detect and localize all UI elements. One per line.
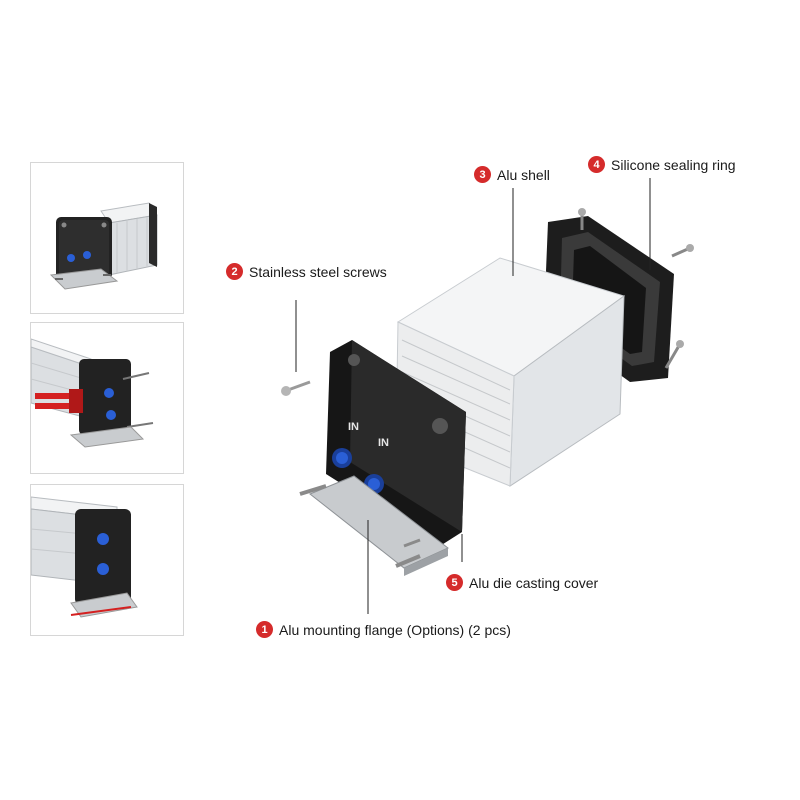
stainless-steel-screw [281, 380, 311, 396]
callout-alu-mounting-flange: 1 Alu mounting flange (Options) (2 pcs) [256, 621, 511, 638]
callout-label: Alu die casting cover [469, 574, 599, 591]
cover-in-label-a: IN [348, 421, 359, 433]
callout-label: Alu mounting flange (Options) (2 pcs) [279, 621, 511, 638]
callout-alu-shell: 3 Alu shell [474, 166, 550, 183]
callout-number-badge: 4 [588, 156, 605, 173]
callout-stainless-steel-screws: 2 Stainless steel screws [226, 263, 387, 280]
callout-silicone-sealing-ring: 4 Silicone sealing ring [588, 156, 736, 173]
thumbnail-front-assembled[interactable] [30, 162, 184, 314]
callout-number-badge: 1 [256, 621, 273, 638]
callout-number-badge: 2 [226, 263, 243, 280]
cover-in-label-b: IN [378, 437, 389, 449]
callout-number-badge: 3 [474, 166, 491, 183]
alu-mounting-flange [299, 475, 449, 576]
callout-label: Alu shell [497, 166, 550, 183]
thumbnail-2-illustration [31, 338, 154, 448]
callout-alu-die-casting-cover: 5 Alu die casting cover [446, 574, 598, 591]
thumbnail-1-illustration [49, 202, 158, 290]
callout-label: Silicone sealing ring [611, 156, 736, 173]
thumbnail-side-red-wires[interactable] [30, 322, 184, 474]
thumbnail-front-angle[interactable] [30, 484, 184, 636]
thumbnail-3-illustration [31, 496, 138, 618]
callout-number-badge: 5 [446, 574, 463, 591]
callout-label: Stainless steel screws [249, 263, 387, 280]
right-screws [578, 208, 694, 369]
